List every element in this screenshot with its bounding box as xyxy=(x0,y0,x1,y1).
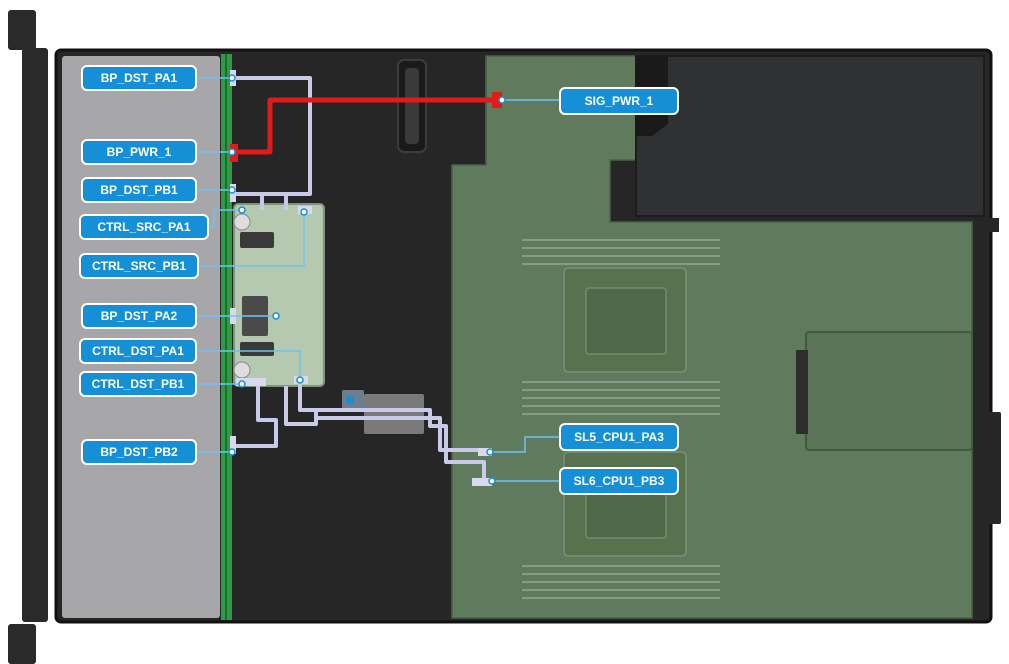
label-bp-dst-pb2: BP_DST_PB2 xyxy=(81,439,197,465)
svg-text:CTRL_SRC_PA1: CTRL_SRC_PA1 xyxy=(97,220,190,234)
svg-text:BP_PWR_1: BP_PWR_1 xyxy=(107,145,172,159)
fan-module xyxy=(397,59,427,153)
svg-text:CTRL_SRC_PB1: CTRL_SRC_PB1 xyxy=(92,259,186,273)
svg-text:SIG_PWR_1: SIG_PWR_1 xyxy=(585,94,654,108)
cable-adapter xyxy=(342,390,424,434)
label-sig-pwr-1: SIG_PWR_1 xyxy=(559,87,679,115)
leader-lines xyxy=(196,77,560,482)
chassis-tab-top xyxy=(983,218,999,232)
label-ctrl-src-pb1: CTRL_SRC_PB1 xyxy=(79,253,199,279)
svg-text:SL5_CPU1_PA3: SL5_CPU1_PA3 xyxy=(574,430,664,444)
label-sl5-cpu1-pa3: SL5_CPU1_PA3 xyxy=(559,423,679,451)
rack-ear-left xyxy=(8,10,48,664)
label-ctrl-dst-pb1: CTRL_DST_PB1 xyxy=(79,371,197,397)
label-bp-dst-pb1: BP_DST_PB1 xyxy=(81,177,197,203)
storage-controller-card xyxy=(233,203,325,387)
label-bp-dst-pa2: BP_DST_PA2 xyxy=(81,303,197,329)
label-bp-pwr-1: BP_PWR_1 xyxy=(81,139,197,165)
chassis-tab-bottom xyxy=(983,412,1001,524)
riser-card xyxy=(796,331,973,451)
cpu-socket-1 xyxy=(563,267,687,373)
signal-cables xyxy=(232,76,486,478)
svg-text:BP_DST_PB2: BP_DST_PB2 xyxy=(100,445,178,459)
svg-text:SL6_CPU1_PB3: SL6_CPU1_PB3 xyxy=(574,474,665,488)
svg-text:BP_DST_PB1: BP_DST_PB1 xyxy=(100,183,178,197)
label-sl6-cpu1-pb3: SL6_CPU1_PB3 xyxy=(559,467,679,495)
label-ctrl-src-pa1: CTRL_SRC_PA1 xyxy=(79,214,209,240)
label-bp-dst-pa1: BP_DST_PA1 xyxy=(81,65,197,91)
label-ctrl-dst-pa1: CTRL_DST_PA1 xyxy=(79,338,197,364)
leader-dots xyxy=(228,74,506,485)
svg-text:BP_DST_PA2: BP_DST_PA2 xyxy=(101,309,178,323)
svg-text:CTRL_DST_PA1: CTRL_DST_PA1 xyxy=(92,344,184,358)
svg-text:CTRL_DST_PB1: CTRL_DST_PB1 xyxy=(92,377,185,391)
svg-text:BP_DST_PA1: BP_DST_PA1 xyxy=(101,71,178,85)
dimm-slots xyxy=(522,239,720,599)
power-supply-unit xyxy=(635,55,985,217)
